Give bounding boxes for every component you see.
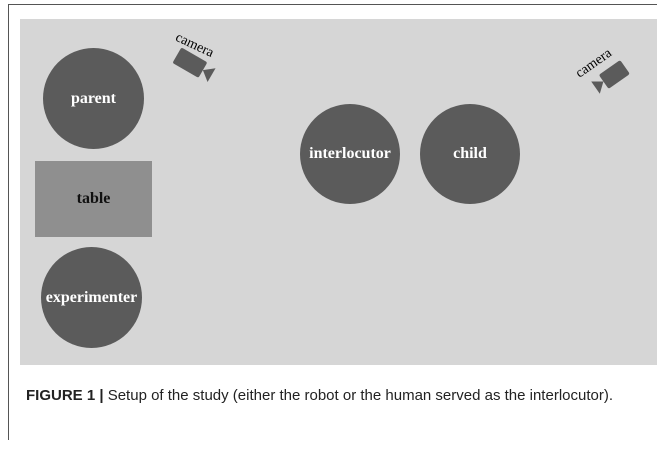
camera-icon — [591, 60, 630, 94]
experimenter-label: experimenter — [45, 288, 138, 306]
parent-node: parent — [43, 48, 144, 149]
experimenter-node: experimenter — [41, 247, 142, 348]
figure-caption: FIGURE 1 | Setup of the study (either th… — [26, 384, 626, 408]
child-node: child — [420, 104, 520, 204]
interlocutor-node: interlocutor — [300, 104, 400, 204]
figure-frame — [8, 4, 657, 440]
interlocutor-label: interlocutor — [309, 145, 391, 162]
child-label: child — [453, 145, 487, 162]
table-label: table — [76, 190, 111, 207]
caption-label: FIGURE 1 | — [26, 387, 104, 404]
caption-text: Setup of the study (either the robot or … — [103, 387, 613, 404]
camera-icon — [173, 48, 216, 83]
table-node: table — [35, 161, 152, 237]
parent-label: parent — [70, 89, 117, 107]
